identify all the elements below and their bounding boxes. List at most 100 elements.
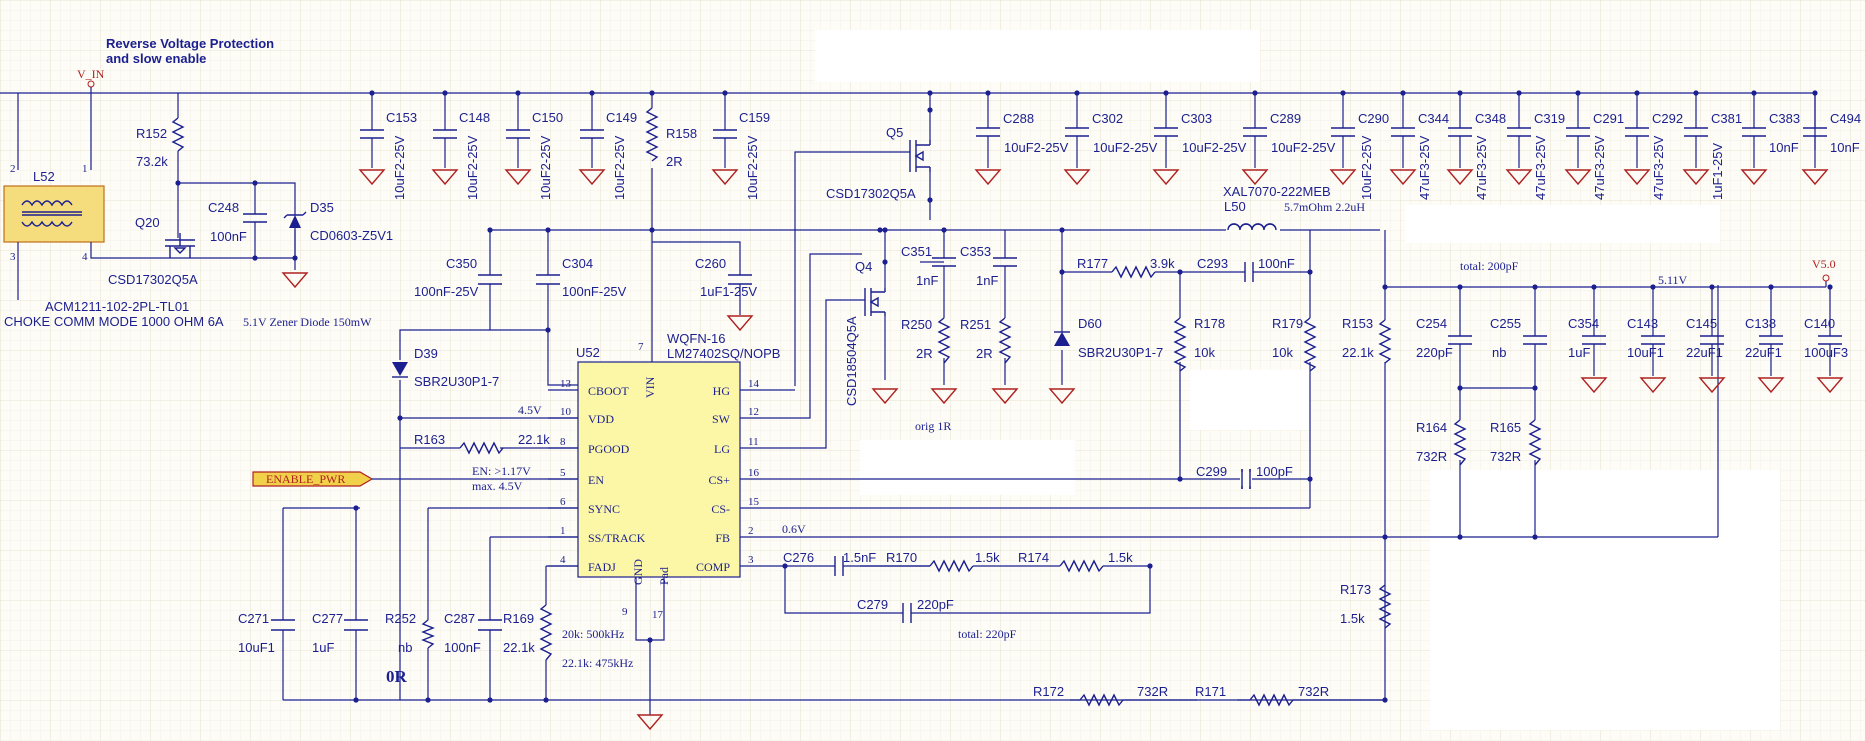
- c348-val: 47uF3-25V: [1474, 135, 1489, 200]
- ic-pin-number: 12: [748, 406, 759, 418]
- r170-ref: R170: [886, 550, 917, 565]
- r158-ref: R158: [666, 126, 697, 141]
- v50-port: [1822, 274, 1830, 282]
- ic-vin-pin: VIN: [643, 376, 657, 398]
- c279-val: 220pF: [917, 597, 954, 612]
- c254-val: 220pF: [1416, 345, 1453, 360]
- c319-val: 47uF3-25V: [1533, 135, 1548, 200]
- r172-ref: R172: [1033, 684, 1064, 699]
- r152-resistor: [171, 117, 185, 152]
- c291-val: 47uF3-25V: [1592, 135, 1607, 200]
- c260-val: 1uF1-25V: [700, 284, 757, 299]
- ic-pin-number: 6: [560, 496, 566, 508]
- ground-symbol: [1063, 169, 1091, 186]
- c143-val: 10uF1: [1627, 345, 1664, 360]
- ic-pin-fb: FB: [715, 531, 730, 545]
- choke-part: ACM1211-102-2PL-TL01: [45, 299, 189, 314]
- q4-val: CSD18504Q5A: [844, 316, 859, 406]
- c255-ref: C255: [1490, 316, 1521, 331]
- c289-val: 10uF2-25V: [1271, 140, 1336, 155]
- c293-ref: C293: [1197, 256, 1228, 271]
- title-line-1: Reverse Voltage Protection: [106, 36, 274, 51]
- d35-ref: D35: [310, 200, 334, 215]
- c277-capacitor: [344, 619, 368, 631]
- c303-ref: C303: [1181, 111, 1212, 126]
- r165-val: 732R: [1490, 449, 1521, 464]
- c148-ref: C148: [459, 110, 490, 125]
- c140-ref: C140: [1804, 316, 1835, 331]
- total-top-note: total: 200pF: [1460, 259, 1519, 273]
- r171-resistor: [1249, 693, 1294, 707]
- ic-pin-cboot: CBOOT: [588, 384, 629, 398]
- r173-ref: R173: [1340, 582, 1371, 597]
- c153-capacitor: [360, 129, 384, 139]
- c383-ref: C383: [1769, 111, 1800, 126]
- c353-val: 1nF: [976, 273, 998, 288]
- svg-text:3: 3: [10, 251, 16, 263]
- ground-symbol: [281, 272, 309, 289]
- r164-val: 732R: [1416, 449, 1447, 464]
- c494-capacitor: [1803, 127, 1827, 137]
- title-line-2: and slow enable: [106, 51, 206, 66]
- c303-capacitor: [1154, 127, 1178, 137]
- ground-symbol: [1389, 169, 1417, 186]
- r252-resistor: [421, 619, 435, 649]
- c290-capacitor: [1331, 127, 1355, 137]
- c289-ref: C289: [1270, 111, 1301, 126]
- r250-val: 2R: [916, 346, 933, 361]
- c291-capacitor: [1566, 127, 1590, 137]
- r252-ref: R252: [385, 611, 416, 626]
- r178-ref: R178: [1194, 316, 1225, 331]
- ground-symbol: [1505, 169, 1533, 186]
- ground-symbol: [1740, 169, 1768, 186]
- q5-ref: Q5: [886, 125, 903, 140]
- choke-ref: L52: [33, 169, 55, 184]
- c344-val: 47uF3-25V: [1417, 135, 1432, 200]
- ground-symbol: [974, 169, 1002, 186]
- en-note-2: max. 4.5V: [472, 479, 523, 493]
- bus-capacitor-bank: C28810uF2-25VC30210uF2-25VC30310uF2-25VC…: [974, 90, 1861, 200]
- r165-ref: R165: [1490, 420, 1521, 435]
- q5-val: CSD17302Q5A: [826, 186, 916, 201]
- ground-symbol: [1816, 377, 1844, 394]
- zener-note: 5.1V Zener Diode 150mW: [243, 315, 372, 329]
- c354-capacitor: [1582, 335, 1606, 345]
- ground-symbol: [504, 169, 532, 186]
- r158-resistor: [645, 107, 659, 162]
- c248-ref: C248: [208, 200, 239, 215]
- c287-val: 100nF: [444, 640, 481, 655]
- c291-ref: C291: [1593, 111, 1624, 126]
- c145-ref: C145: [1686, 316, 1717, 331]
- input-capacitor-bank: C15310uF2-25VC14810uF2-25VC15010uF2-25VC…: [358, 90, 770, 200]
- c302-val: 10uF2-25V: [1093, 140, 1158, 155]
- r172-resistor: [1079, 693, 1124, 707]
- ic-pin-pgood: PGOOD: [588, 442, 630, 456]
- c304-capacitor: [536, 274, 560, 285]
- c140-capacitor: [1818, 335, 1842, 345]
- c255-capacitor: [1523, 335, 1547, 345]
- ground-symbol: [1639, 377, 1667, 394]
- r163-val: 22.1k: [518, 432, 550, 447]
- c293-capacitor: [1244, 262, 1254, 282]
- c277-val: 1uF: [312, 640, 334, 655]
- q20-ref: Q20: [135, 215, 160, 230]
- r153-ref: R153: [1342, 316, 1373, 331]
- c351-ref: C351: [901, 244, 932, 259]
- ground-symbol: [1241, 169, 1269, 186]
- ic-pin-number: 1: [560, 525, 566, 537]
- c319-ref: C319: [1534, 111, 1565, 126]
- enable-port[interactable]: ENABLE_PWR: [252, 471, 374, 487]
- ic-pin-number: 13: [560, 378, 572, 390]
- q5-mosfet: [909, 140, 931, 172]
- r169-val: 22.1k: [503, 640, 535, 655]
- r153-val: 22.1k: [1342, 345, 1374, 360]
- ic-u52: [577, 361, 741, 578]
- r152-ref: R152: [136, 126, 167, 141]
- c344-capacitor: [1391, 127, 1415, 137]
- c138-val: 22uF1: [1745, 345, 1782, 360]
- c353-capacitor: [993, 257, 1017, 267]
- c140-val: 100uF3: [1804, 345, 1848, 360]
- c153-val: 10uF2-25V: [392, 135, 407, 200]
- c276-ref: C276: [783, 550, 814, 565]
- ic-pin-sync: SYNC: [588, 502, 620, 516]
